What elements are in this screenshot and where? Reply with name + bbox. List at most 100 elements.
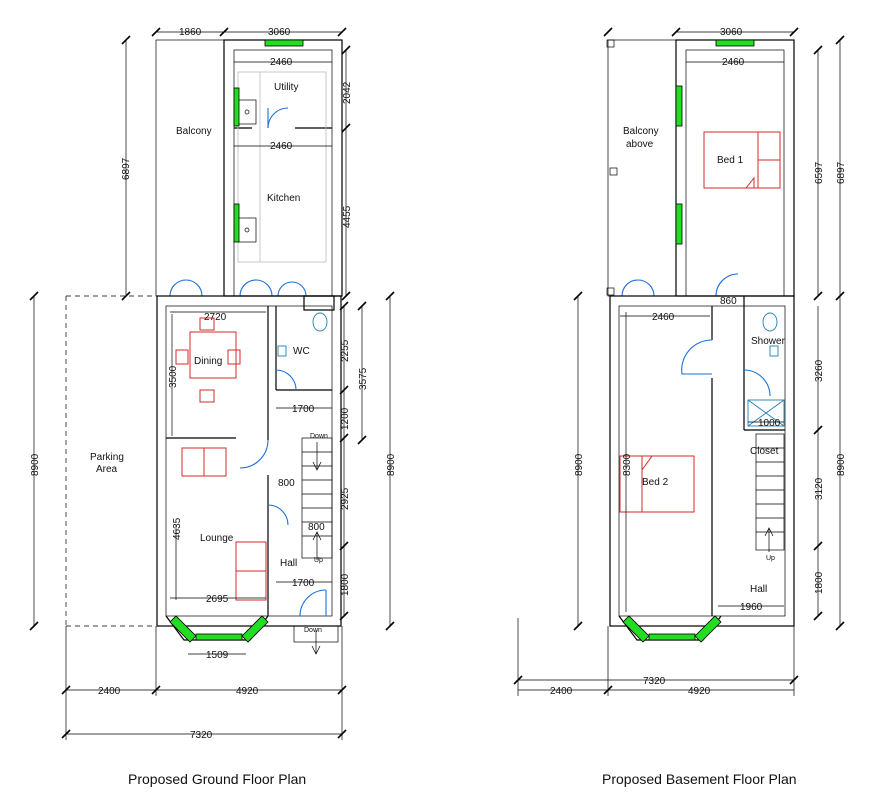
dim-house-width: 4920 xyxy=(236,686,259,697)
lounge-label: Lounge xyxy=(200,533,234,544)
b-dim-house-width: 4920 xyxy=(688,686,711,697)
dim-top-balcony: 1860 xyxy=(179,27,202,38)
wc-door xyxy=(275,369,297,391)
dim-front-1800: 1800 xyxy=(340,573,351,596)
basement-stair-up-label: Up xyxy=(766,555,775,562)
shower-door xyxy=(743,369,771,397)
kitchen-sink-drain xyxy=(244,227,250,233)
balcony-outline xyxy=(155,39,225,297)
dim-stairs-2925: 2925 xyxy=(340,487,351,510)
basement-rear-walls xyxy=(675,39,795,297)
basement-staircase xyxy=(755,433,785,551)
bed1-window-bottom xyxy=(675,203,683,245)
dim-lounge-width: 2695 xyxy=(206,594,229,605)
bay-window-right xyxy=(241,615,269,643)
post-bottom xyxy=(606,287,615,296)
bed2-label: Bed 2 xyxy=(642,477,669,488)
stair-up-arrowhead xyxy=(312,531,322,541)
kitchen-french-doors-left xyxy=(239,279,273,297)
dining-chair-bottom xyxy=(199,389,215,403)
dim-hall-800: 800 xyxy=(308,522,325,533)
wc-basin xyxy=(277,345,287,357)
dim-utility-inner: 2460 xyxy=(270,57,293,68)
b-dim-front-1800: 1800 xyxy=(814,571,825,594)
dim-dining-depth: 3500 xyxy=(168,365,179,388)
dim-overall-right: 8900 xyxy=(386,453,397,476)
dining-chair-right xyxy=(227,349,241,365)
basement-basin xyxy=(769,345,779,357)
dim-top-width: 3060 xyxy=(268,27,291,38)
utility-door xyxy=(267,107,289,129)
utility-sink-drain xyxy=(244,109,250,115)
dining-chair-left xyxy=(175,349,189,365)
dim-utility-depth: 2042 xyxy=(342,81,353,104)
hall-label: Hall xyxy=(280,558,297,569)
b-dim-left-2400: 2400 xyxy=(550,686,573,697)
basement-rear-inner xyxy=(685,49,785,297)
bed2-fold xyxy=(641,455,653,472)
b-dim-rear-depth: 6597 xyxy=(814,161,825,184)
stair-up-label: Up xyxy=(314,557,323,564)
lounge-door xyxy=(239,439,269,469)
kitchen-label: Kitchen xyxy=(267,193,300,204)
stair-down-label: Down xyxy=(310,433,328,440)
balcony-label: Balcony xyxy=(176,126,212,137)
basement-stair-up-arrowhead xyxy=(764,527,774,537)
basement-french-doors xyxy=(621,279,655,297)
bed1-label: Bed 1 xyxy=(717,155,744,166)
basement-main-inner xyxy=(618,305,786,617)
basement-hall-label: Hall xyxy=(750,584,767,595)
dim-wc-total: 3575 xyxy=(358,367,369,390)
ground-floor-caption: Proposed Ground Floor Plan xyxy=(128,771,306,787)
utility-sink xyxy=(237,99,257,125)
closet-label: Closet xyxy=(750,446,779,457)
bed1-fold xyxy=(744,176,755,189)
b-dim-overall-left: 8900 xyxy=(574,453,585,476)
rear-window xyxy=(264,39,304,47)
dim-kitchen-depth: 4455 xyxy=(342,205,353,228)
dim-kitchen-inner: 2460 xyxy=(270,141,293,152)
dining-table xyxy=(189,331,237,379)
rear-extension-walls xyxy=(223,39,343,297)
dim-door-800: 800 xyxy=(278,478,295,489)
utility-window xyxy=(233,87,240,127)
b-dim-door-860: 860 xyxy=(720,296,737,307)
kitchen-worktop xyxy=(237,71,327,263)
b-dim-bed2-depth: 8300 xyxy=(622,453,633,476)
balcony-above-label-line1: Balcony xyxy=(623,126,659,137)
dim-dining-width: 2720 xyxy=(204,312,227,323)
dim-bay-width: 1509 xyxy=(206,650,229,661)
dining-label: Dining xyxy=(194,356,222,367)
dim-overall-left: 8900 xyxy=(30,453,41,476)
dim-wc-depth: 2255 xyxy=(340,339,351,362)
dim-hall-bottom: 1700 xyxy=(292,578,315,589)
utility-label: Utility xyxy=(274,82,298,93)
wc-cistern-box xyxy=(303,295,335,311)
b-dim-hall-1960: 1960 xyxy=(740,602,763,613)
front-steps-down-label: Down xyxy=(304,627,322,634)
shower-tray xyxy=(747,399,785,427)
dim-lounge-depth: 4635 xyxy=(172,517,183,540)
dim-total-width: 7320 xyxy=(190,730,213,741)
b-dim-total-width: 7320 xyxy=(643,676,666,687)
post-middle xyxy=(609,167,618,176)
basement-floor-plan: Balcony above Bed 1 Bed 2 Shower Closet … xyxy=(513,27,847,787)
parking-area-outline xyxy=(65,295,156,627)
basement-bay-right xyxy=(694,615,722,643)
b-dim-inner-width: 2460 xyxy=(722,57,745,68)
front-steps-arrowhead xyxy=(311,645,321,655)
wc-toilet xyxy=(312,312,328,332)
parking-label-line2: Area xyxy=(96,464,118,475)
basement-stair-treads xyxy=(756,447,784,533)
bed2-door xyxy=(681,339,713,375)
dim-parking-width: 2400 xyxy=(98,686,121,697)
hall-door xyxy=(267,504,289,526)
dim-rear-depth: 6897 xyxy=(121,157,132,180)
shower-label: Shower xyxy=(751,336,786,347)
basement-floor-caption: Proposed Basement Floor Plan xyxy=(602,771,797,787)
b-dim-top-width: 3060 xyxy=(720,27,743,38)
post-top xyxy=(606,39,615,48)
dim-hall-top: 1700 xyxy=(292,404,315,415)
basement-toilet xyxy=(762,312,778,332)
b-dim-rear-total: 6897 xyxy=(836,161,847,184)
